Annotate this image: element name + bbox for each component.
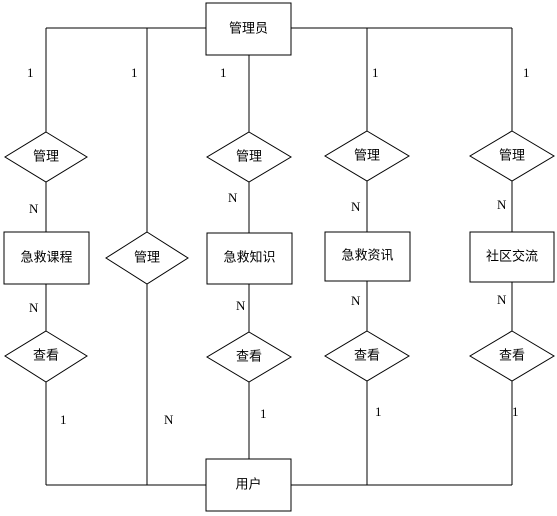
- diamond-view-news-label: 查看: [354, 348, 380, 364]
- card-admin-user: 1: [131, 65, 138, 80]
- entity-course-label: 急救课程: [20, 250, 72, 266]
- card-admin-community: 1: [523, 65, 530, 80]
- diamond-view-community-label: 查看: [499, 348, 525, 364]
- entity-course-box: [3, 231, 90, 285]
- card-user-course: 1: [60, 412, 67, 427]
- relationship-manage-community: 管理: [469, 130, 555, 182]
- card-manage-knowledge-n: N: [228, 190, 238, 205]
- card-view-news-n: N: [351, 293, 361, 308]
- entity-news-label: 急救资讯: [341, 248, 393, 264]
- card-user-manage-n: N: [164, 412, 174, 427]
- diamond-view-knowledge: [206, 331, 292, 383]
- entity-community-label: 社区交流: [486, 249, 538, 265]
- entity-course: 急救课程: [3, 231, 90, 285]
- card-manage-course-n: N: [29, 201, 39, 216]
- diamond-manage-course: [4, 131, 88, 183]
- entity-knowledge: 急救知识: [206, 232, 293, 285]
- diamond-manage-community-label: 管理: [499, 149, 525, 164]
- entity-admin-box: [205, 2, 292, 56]
- connector-lines: [45, 27, 513, 486]
- relationship-view-course: 查看: [4, 330, 88, 383]
- relationship-view-community: 查看: [469, 330, 555, 382]
- entity-admin: 管理员: [205, 2, 292, 56]
- card-user-knowledge: 1: [260, 406, 267, 421]
- cardinality-labels: 1 1 1 1 1 N N N N N N N N 1 N 1 1 1: [27, 65, 530, 427]
- relationship-manage-knowledge: 管理: [206, 131, 292, 183]
- diamond-manage-community: [469, 130, 555, 182]
- relationship-manage-news: 管理: [324, 130, 410, 182]
- diamond-manage-user-label: 管理: [134, 251, 160, 266]
- entity-user-box: [205, 458, 292, 512]
- relationship-manage-course: 管理: [4, 131, 88, 183]
- entity-news-box: [324, 231, 411, 282]
- diamond-view-course: [4, 330, 88, 383]
- card-view-community-n: N: [497, 292, 507, 307]
- card-view-knowledge-n: N: [236, 298, 246, 313]
- card-manage-news-n: N: [351, 199, 361, 214]
- diamond-manage-knowledge-label: 管理: [236, 150, 262, 165]
- diamond-manage-user: [105, 231, 189, 285]
- card-admin-course: 1: [27, 65, 34, 80]
- entity-community: 社区交流: [469, 231, 555, 283]
- diamond-manage-course-label: 管理: [33, 150, 59, 165]
- diamond-view-community: [469, 330, 555, 382]
- card-manage-community-n: N: [497, 197, 507, 212]
- relationship-manage-user: 管理: [105, 231, 189, 285]
- diamond-manage-knowledge: [206, 131, 292, 183]
- diamond-view-news: [324, 330, 410, 382]
- entity-admin-label: 管理员: [229, 22, 268, 37]
- entity-knowledge-label: 急救知识: [223, 250, 275, 266]
- entity-knowledge-box: [206, 232, 293, 285]
- card-admin-knowledge: 1: [220, 65, 227, 80]
- card-admin-news: 1: [372, 65, 379, 80]
- diamond-view-course-label: 查看: [33, 348, 59, 364]
- entity-user-label: 用户: [235, 477, 261, 493]
- entity-community-box: [469, 231, 555, 283]
- card-user-community: 1: [512, 404, 519, 419]
- entity-news: 急救资讯: [324, 231, 411, 282]
- relationship-view-knowledge: 查看: [206, 331, 292, 383]
- diamond-manage-news-label: 管理: [354, 149, 380, 164]
- card-view-course-n: N: [29, 300, 39, 315]
- entity-user: 用户: [205, 458, 292, 512]
- diamond-manage-news: [324, 130, 410, 182]
- diamond-view-knowledge-label: 查看: [236, 349, 262, 365]
- card-user-news: 1: [375, 404, 382, 419]
- relationship-view-news: 查看: [324, 330, 410, 382]
